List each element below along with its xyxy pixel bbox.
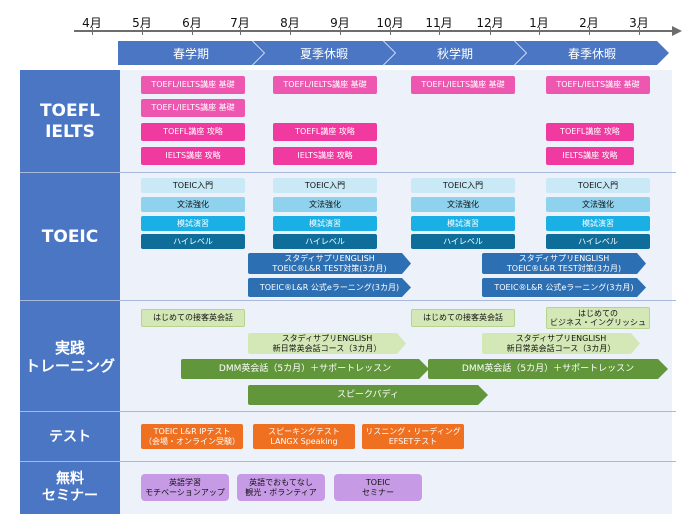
month-tick <box>639 27 640 35</box>
course-high-level[interactable]: ハイレベル <box>273 234 377 249</box>
month-tick <box>192 27 193 35</box>
course-toefl-ielts-basic[interactable]: TOEFL/IELTS講座 基礎 <box>546 76 650 94</box>
seminar-omotenashi[interactable]: 英語でおもてなし 観光・ボランティア <box>237 474 325 501</box>
course-toeic-intro[interactable]: TOEIC入門 <box>141 178 245 193</box>
course-studysapuri-daily[interactable]: スタディサプリENGLISH 新日常英会話コース（3カ月） <box>482 333 640 354</box>
month-tick <box>142 27 143 35</box>
month-label: 11月 <box>425 16 453 30</box>
course-speak-buddy[interactable]: スピークバディ <box>248 385 488 405</box>
course-hospitality-english[interactable]: はじめての接客英会話 <box>141 309 245 327</box>
month-label: 10月 <box>376 16 404 30</box>
course-high-level[interactable]: ハイレベル <box>411 234 515 249</box>
month-label: 1月 <box>529 16 549 30</box>
month-tick <box>92 27 93 35</box>
month-tick <box>589 27 590 35</box>
test-toeic-ip[interactable]: TOEIC L&R IPテスト （会場・オンライン受験） <box>141 424 243 449</box>
course-dmm-english[interactable]: DMM英会話（5カ月）＋サポートレッスン <box>428 359 668 379</box>
course-toeic-elearning[interactable]: TOEIC®L&R 公式eラーニング(3カ月) <box>482 278 646 297</box>
course-dmm-english[interactable]: DMM英会話（5カ月）＋サポートレッスン <box>181 359 429 379</box>
course-grammar[interactable]: 文法強化 <box>141 197 245 212</box>
course-toefl-attack[interactable]: TOEFL講座 攻略 <box>273 123 377 141</box>
test-langx-speaking[interactable]: スピーキングテスト LANGX Speaking <box>253 424 355 449</box>
seminar-motivation[interactable]: 英語学習 モチベーションアップ <box>141 474 229 501</box>
month-label: 9月 <box>330 16 350 30</box>
course-toefl-ielts-basic[interactable]: TOEFL/IELTS講座 基礎 <box>141 76 245 94</box>
course-toefl-attack[interactable]: TOEFL講座 攻略 <box>546 123 634 141</box>
seminar-toeic[interactable]: TOEIC セミナー <box>334 474 422 501</box>
course-ielts-attack[interactable]: IELTS講座 攻略 <box>546 147 634 165</box>
course-high-level[interactable]: ハイレベル <box>141 234 245 249</box>
course-ielts-attack[interactable]: IELTS講座 攻略 <box>273 147 377 165</box>
month-label: 4月 <box>82 16 102 30</box>
section-practice: 実践 トレーニング <box>20 301 120 412</box>
month-tick <box>539 27 540 35</box>
separator <box>20 300 676 301</box>
timeline-axis <box>74 30 676 32</box>
course-ielts-attack[interactable]: IELTS講座 攻略 <box>141 147 245 165</box>
month-label: 6月 <box>182 16 202 30</box>
month-tick <box>240 27 241 35</box>
course-toeic-intro[interactable]: TOEIC入門 <box>546 178 650 193</box>
month-label: 3月 <box>629 16 649 30</box>
section-seminar: 無料 セミナー <box>20 462 120 514</box>
course-toefl-attack[interactable]: TOEFL講座 攻略 <box>141 123 245 141</box>
month-label: 7月 <box>230 16 250 30</box>
course-hospitality-english[interactable]: はじめての接客英会話 <box>411 309 515 327</box>
term-summer-break: 夏季休暇 <box>253 41 395 65</box>
test-efset[interactable]: リスニング・リーディング EFSETテスト <box>362 424 464 449</box>
course-mock-exam[interactable]: 模試演習 <box>411 216 515 231</box>
course-mock-exam[interactable]: 模試演習 <box>141 216 245 231</box>
course-grammar[interactable]: 文法強化 <box>546 197 650 212</box>
month-tick <box>390 27 391 35</box>
course-toeic-intro[interactable]: TOEIC入門 <box>411 178 515 193</box>
section-test: テスト <box>20 412 120 462</box>
course-toefl-ielts-basic[interactable]: TOEFL/IELTS講座 基礎 <box>273 76 377 94</box>
month-label: 12月 <box>476 16 504 30</box>
section-toeic: TOEIC <box>20 173 120 301</box>
course-grammar[interactable]: 文法強化 <box>411 197 515 212</box>
course-business-english[interactable]: はじめての ビジネス・イングリッシュ <box>546 307 650 329</box>
timeline-arrowhead <box>672 26 682 36</box>
course-toeic-elearning[interactable]: TOEIC®L&R 公式eラーニング(3カ月) <box>248 278 411 297</box>
separator <box>20 411 676 412</box>
course-studysapuri-toeic[interactable]: スタディサプリENGLISH TOEIC®L&R TEST対策(3カ月) <box>248 253 411 274</box>
month-label: 5月 <box>132 16 152 30</box>
course-mock-exam[interactable]: 模試演習 <box>273 216 377 231</box>
course-mock-exam[interactable]: 模試演習 <box>546 216 650 231</box>
month-tick <box>290 27 291 35</box>
term-spring-break: 春季休暇 <box>515 41 669 65</box>
course-grammar[interactable]: 文法強化 <box>273 197 377 212</box>
course-toeic-intro[interactable]: TOEIC入門 <box>273 178 377 193</box>
course-toefl-ielts-basic[interactable]: TOEFL/IELTS講座 基礎 <box>411 76 515 94</box>
course-studysapuri-toeic[interactable]: スタディサプリENGLISH TOEIC®L&R TEST対策(3カ月) <box>482 253 646 274</box>
month-tick <box>340 27 341 35</box>
course-high-level[interactable]: ハイレベル <box>546 234 650 249</box>
month-tick <box>490 27 491 35</box>
course-toefl-ielts-basic[interactable]: TOEFL/IELTS講座 基礎 <box>141 99 245 117</box>
section-toefl-ielts: TOEFL IELTS <box>20 70 120 173</box>
term-spring: 春学期 <box>118 41 264 65</box>
separator <box>20 461 676 462</box>
course-studysapuri-daily[interactable]: スタディサプリENGLISH 新日常英会話コース（3カ月） <box>248 333 406 354</box>
separator <box>20 172 676 173</box>
month-tick <box>439 27 440 35</box>
month-label: 2月 <box>579 16 599 30</box>
term-fall: 秋学期 <box>384 41 526 65</box>
month-label: 8月 <box>280 16 300 30</box>
